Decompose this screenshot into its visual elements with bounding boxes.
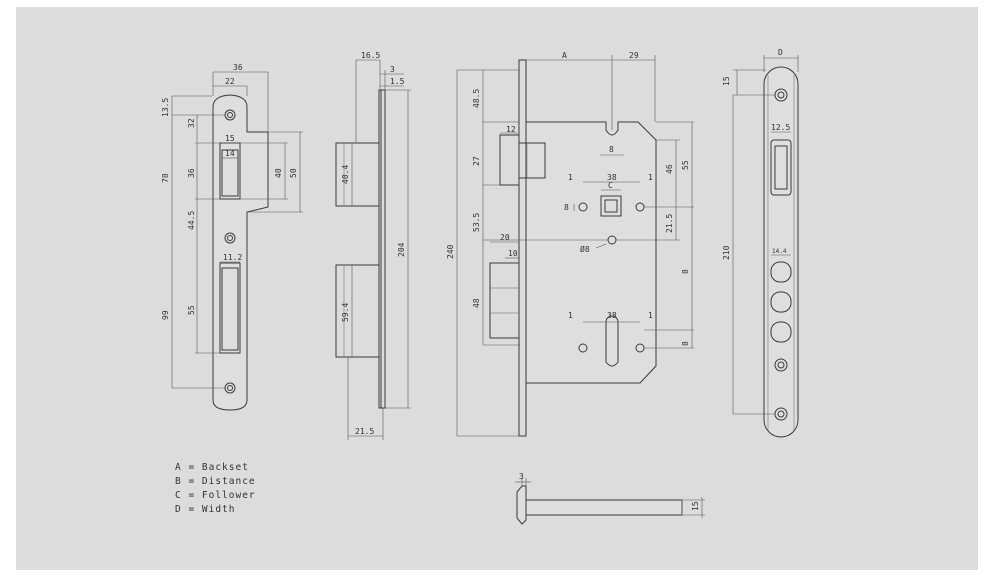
dim-p5-15: 15 [691, 501, 700, 511]
dim-p3-48: 48 [472, 298, 481, 308]
dim-p1-36b: 36 [187, 168, 196, 178]
dim-p4-14-4: 14.4 [772, 248, 787, 255]
dim-p2-3: 3 [390, 65, 395, 74]
dim-p1-14: 14 [225, 149, 235, 158]
dim-p1-22: 22 [225, 77, 235, 86]
dim-p1-99: 99 [161, 310, 170, 320]
dim-p3-A: A [562, 51, 567, 60]
lock-body: A 29 48.5 12 8 27 55 46 C 1 38 1 8 21.5 … [446, 51, 694, 437]
dim-p4-D: D [778, 48, 783, 57]
strike-plate: 36 22 13.5 32 15 14 78 36 40 50 44.5 99 … [161, 63, 303, 411]
dim-p3-53-5: 53.5 [472, 213, 481, 232]
dim-p1-40: 40 [274, 168, 283, 178]
dim-p1-36: 36 [233, 63, 243, 72]
bolt-view: 3 15 [515, 472, 705, 525]
dim-p3-1b: 1 [648, 173, 653, 182]
dim-p3-46: 46 [665, 164, 674, 174]
dim-p3-8b: 8 [564, 203, 569, 212]
dim-p3-240: 240 [446, 244, 455, 259]
dim-p3-27: 27 [472, 156, 481, 166]
dim-p3-8d: 8 [681, 341, 690, 346]
dim-p4-15: 15 [722, 76, 731, 86]
dim-p3-1c: 1 [568, 311, 573, 320]
dim-p3-55: 55 [681, 160, 690, 170]
dim-p1-13-5: 13.5 [161, 98, 170, 117]
legend-item-backset: A = Backset [175, 462, 249, 473]
dim-p1-50: 50 [289, 168, 298, 178]
dim-p3-29: 29 [629, 51, 639, 60]
legend: A = Backset B = Distance C = Follower D … [175, 461, 256, 517]
dim-p3-20: 20 [500, 233, 510, 242]
dim-p2-16-5: 16.5 [361, 51, 380, 60]
dim-p3-48-5: 48.5 [472, 89, 481, 108]
dim-p2-21-5: 21.5 [355, 427, 374, 436]
technical-drawing: 36 22 13.5 32 15 14 78 36 40 50 44.5 99 … [161, 48, 799, 525]
dim-p1-15: 15 [225, 134, 235, 143]
dim-p3-1a: 1 [568, 173, 573, 182]
dim-p3-21-5: 21.5 [665, 214, 674, 233]
legend-item-width: D = Width [175, 504, 236, 515]
faceplate: D 15 12.5 210 14.4 [722, 48, 799, 438]
dim-p3-10: 10 [508, 249, 518, 258]
drawing-sheet: 36 22 13.5 32 15 14 78 36 40 50 44.5 99 … [16, 7, 978, 570]
dim-p3-8c: 8 [681, 269, 690, 274]
dim-p4-12-5: 12.5 [771, 123, 790, 132]
dim-p3-12: 12 [506, 125, 516, 134]
dim-p2-1-5: 1.5 [390, 77, 405, 86]
dim-p2-59-4: 59.4 [341, 303, 350, 322]
dim-p2-204: 204 [397, 242, 406, 257]
dim-p1-44-5: 44.5 [187, 211, 196, 230]
dim-p3-phi8: Ø8 [580, 244, 590, 254]
dim-p1-78: 78 [161, 173, 170, 183]
dim-p1-32: 32 [187, 118, 196, 128]
dim-p3-38a: 38 [607, 173, 617, 182]
dim-p3-38b: 38 [607, 311, 617, 320]
dim-p1-55: 55 [187, 305, 196, 315]
dim-p3-1d: 1 [648, 311, 653, 320]
legend-item-distance: B = Distance [175, 476, 256, 487]
dim-p3-8a: 8 [609, 145, 614, 154]
legend-item-follower: C = Follower [175, 490, 256, 501]
side-view: 16.5 3 1.5 40.4 204 59.4 21.5 [335, 51, 411, 440]
dim-p3-C: C [608, 181, 613, 190]
dim-p2-40-4: 40.4 [341, 165, 350, 184]
dim-p4-210: 210 [722, 245, 731, 260]
dim-p5-3: 3 [519, 472, 524, 481]
dim-p1-11-2: 11.2 [223, 253, 242, 262]
